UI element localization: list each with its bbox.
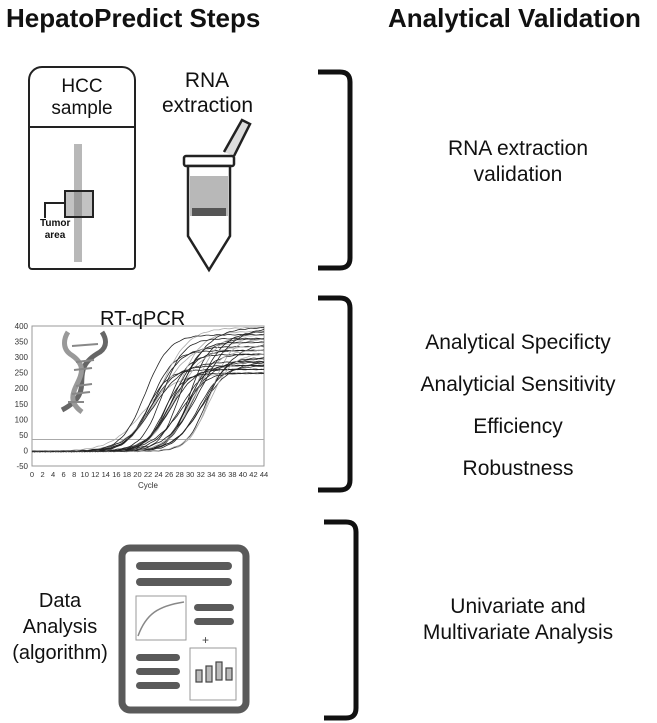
rna-validation-line2: validation [473,163,563,186]
x-axis-label: Cycle [138,481,159,490]
tumor-label-line2: area [44,230,66,241]
x-tick-label: 24 [154,470,162,479]
tumor-area-label: Tumor area [40,218,70,242]
x-tick-label: 8 [72,470,76,479]
qpcr-validation-list: Analytical Specificty Analyticial Sensit… [388,322,648,490]
y-tick-label: 100 [15,415,29,424]
validation-item-efficiency: Efficiency [473,415,563,438]
report-document-icon: + [118,544,250,714]
analysis-line1: Data [38,590,82,612]
hcc-sample-card: HCC sample Tumor area [28,66,136,270]
hcc-label-line2: sample [51,98,113,119]
y-tick-label: 400 [15,322,29,331]
tumor-arrow-icon [44,202,66,218]
y-tick-label: 50 [19,431,28,440]
x-tick-label: 10 [81,470,89,479]
validation-item-specificity: Analytical Specificty [425,331,611,354]
analysis-validation-line2: Multivariate Analysis [422,621,614,644]
x-tick-label: 14 [102,470,110,479]
x-tick-label: 22 [144,470,152,479]
hcc-label-line1: HCC [61,76,103,97]
validation-item-sensitivity: Analyticial Sensitivity [420,373,616,396]
x-tick-label: 26 [165,470,173,479]
amplification-curve [31,341,265,453]
rna-label-line1: RNA [184,69,230,92]
y-tick-label: -50 [16,462,28,471]
rna-validation-line1: RNA extraction [447,137,589,160]
analysis-line3: (algorithm) [12,642,108,664]
x-tick-label: 0 [30,470,34,479]
x-tick-label: 28 [175,470,183,479]
y-tick-label: 0 [24,446,29,455]
tumor-box-icon [64,190,94,218]
tissue-strip-icon [74,144,82,262]
x-tick-label: 44 [260,470,268,479]
rna-extraction-label: RNA extraction [162,68,254,118]
hcc-sample-label: HCC sample [30,76,134,120]
card-divider [30,126,134,128]
rna-validation-text: RNA extraction validation [388,136,648,188]
y-tick-label: 150 [15,400,29,409]
x-tick-label: 12 [91,470,99,479]
x-tick-label: 20 [133,470,141,479]
bracket-1 [318,69,353,271]
data-analysis-label: Data Analysis (algorithm) [8,588,112,666]
x-tick-label: 40 [239,470,247,479]
bracket-2 [318,295,353,493]
x-tick-label: 16 [112,470,120,479]
y-tick-label: 300 [15,353,29,362]
x-tick-label: 34 [207,470,215,479]
x-tick-label: 38 [228,470,236,479]
validation-item-robustness: Robustness [462,457,574,480]
qpcr-title: RT-qPCR [100,308,186,330]
analysis-line2: Analysis [22,616,98,638]
tube-icon [182,118,252,273]
x-tick-label: 42 [249,470,257,479]
left-header: HepatoPredict Steps [6,3,261,33]
x-tick-label: 36 [218,470,226,479]
x-tick-label: 30 [186,470,194,479]
analysis-validation-text: Univariate and Multivariate Analysis [388,594,648,646]
y-tick-label: 350 [15,338,29,347]
x-tick-label: 2 [40,470,44,479]
y-tick-label: 250 [15,369,29,378]
tumor-label-line1: Tumor [40,218,71,229]
x-tick-label: 18 [123,470,131,479]
x-tick-label: 32 [197,470,205,479]
svg-text:+: + [202,633,209,647]
y-tick-label: 200 [15,384,29,393]
x-tick-label: 6 [62,470,66,479]
analysis-validation-line1: Univariate and [450,595,586,618]
rna-label-line2: extraction [162,94,254,117]
x-tick-label: 4 [51,470,55,479]
dna-helix-icon [60,330,108,414]
bracket-3 [324,519,359,721]
right-header: Analytical Validation [388,3,641,33]
